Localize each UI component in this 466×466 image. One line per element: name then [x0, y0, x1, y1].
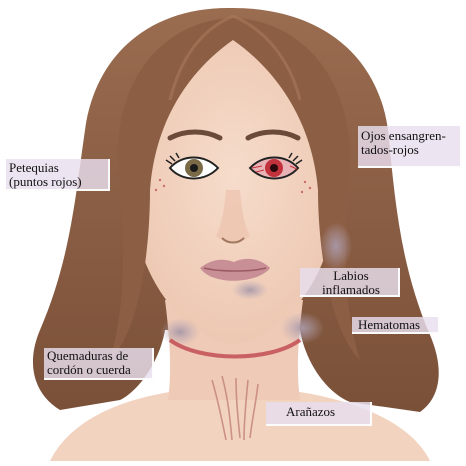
bruise-neck-left: [160, 318, 200, 346]
label-quemaduras: Quemaduras de cordón o cuerda: [44, 348, 154, 380]
label-hematomas: Hematomas: [352, 317, 440, 334]
label-labios-inflamados: Labios inflamados: [300, 268, 400, 297]
label-aranazos: Arañazos: [266, 402, 372, 426]
bruise-chin: [232, 280, 268, 300]
label-ojos-ensangrentados: Ojos ensangren- tados-rojos: [358, 126, 462, 168]
bruise-neck-right: [280, 312, 324, 344]
bruise-cheek: [320, 222, 352, 270]
label-petequias: Petequias (puntos rojos): [6, 159, 110, 191]
